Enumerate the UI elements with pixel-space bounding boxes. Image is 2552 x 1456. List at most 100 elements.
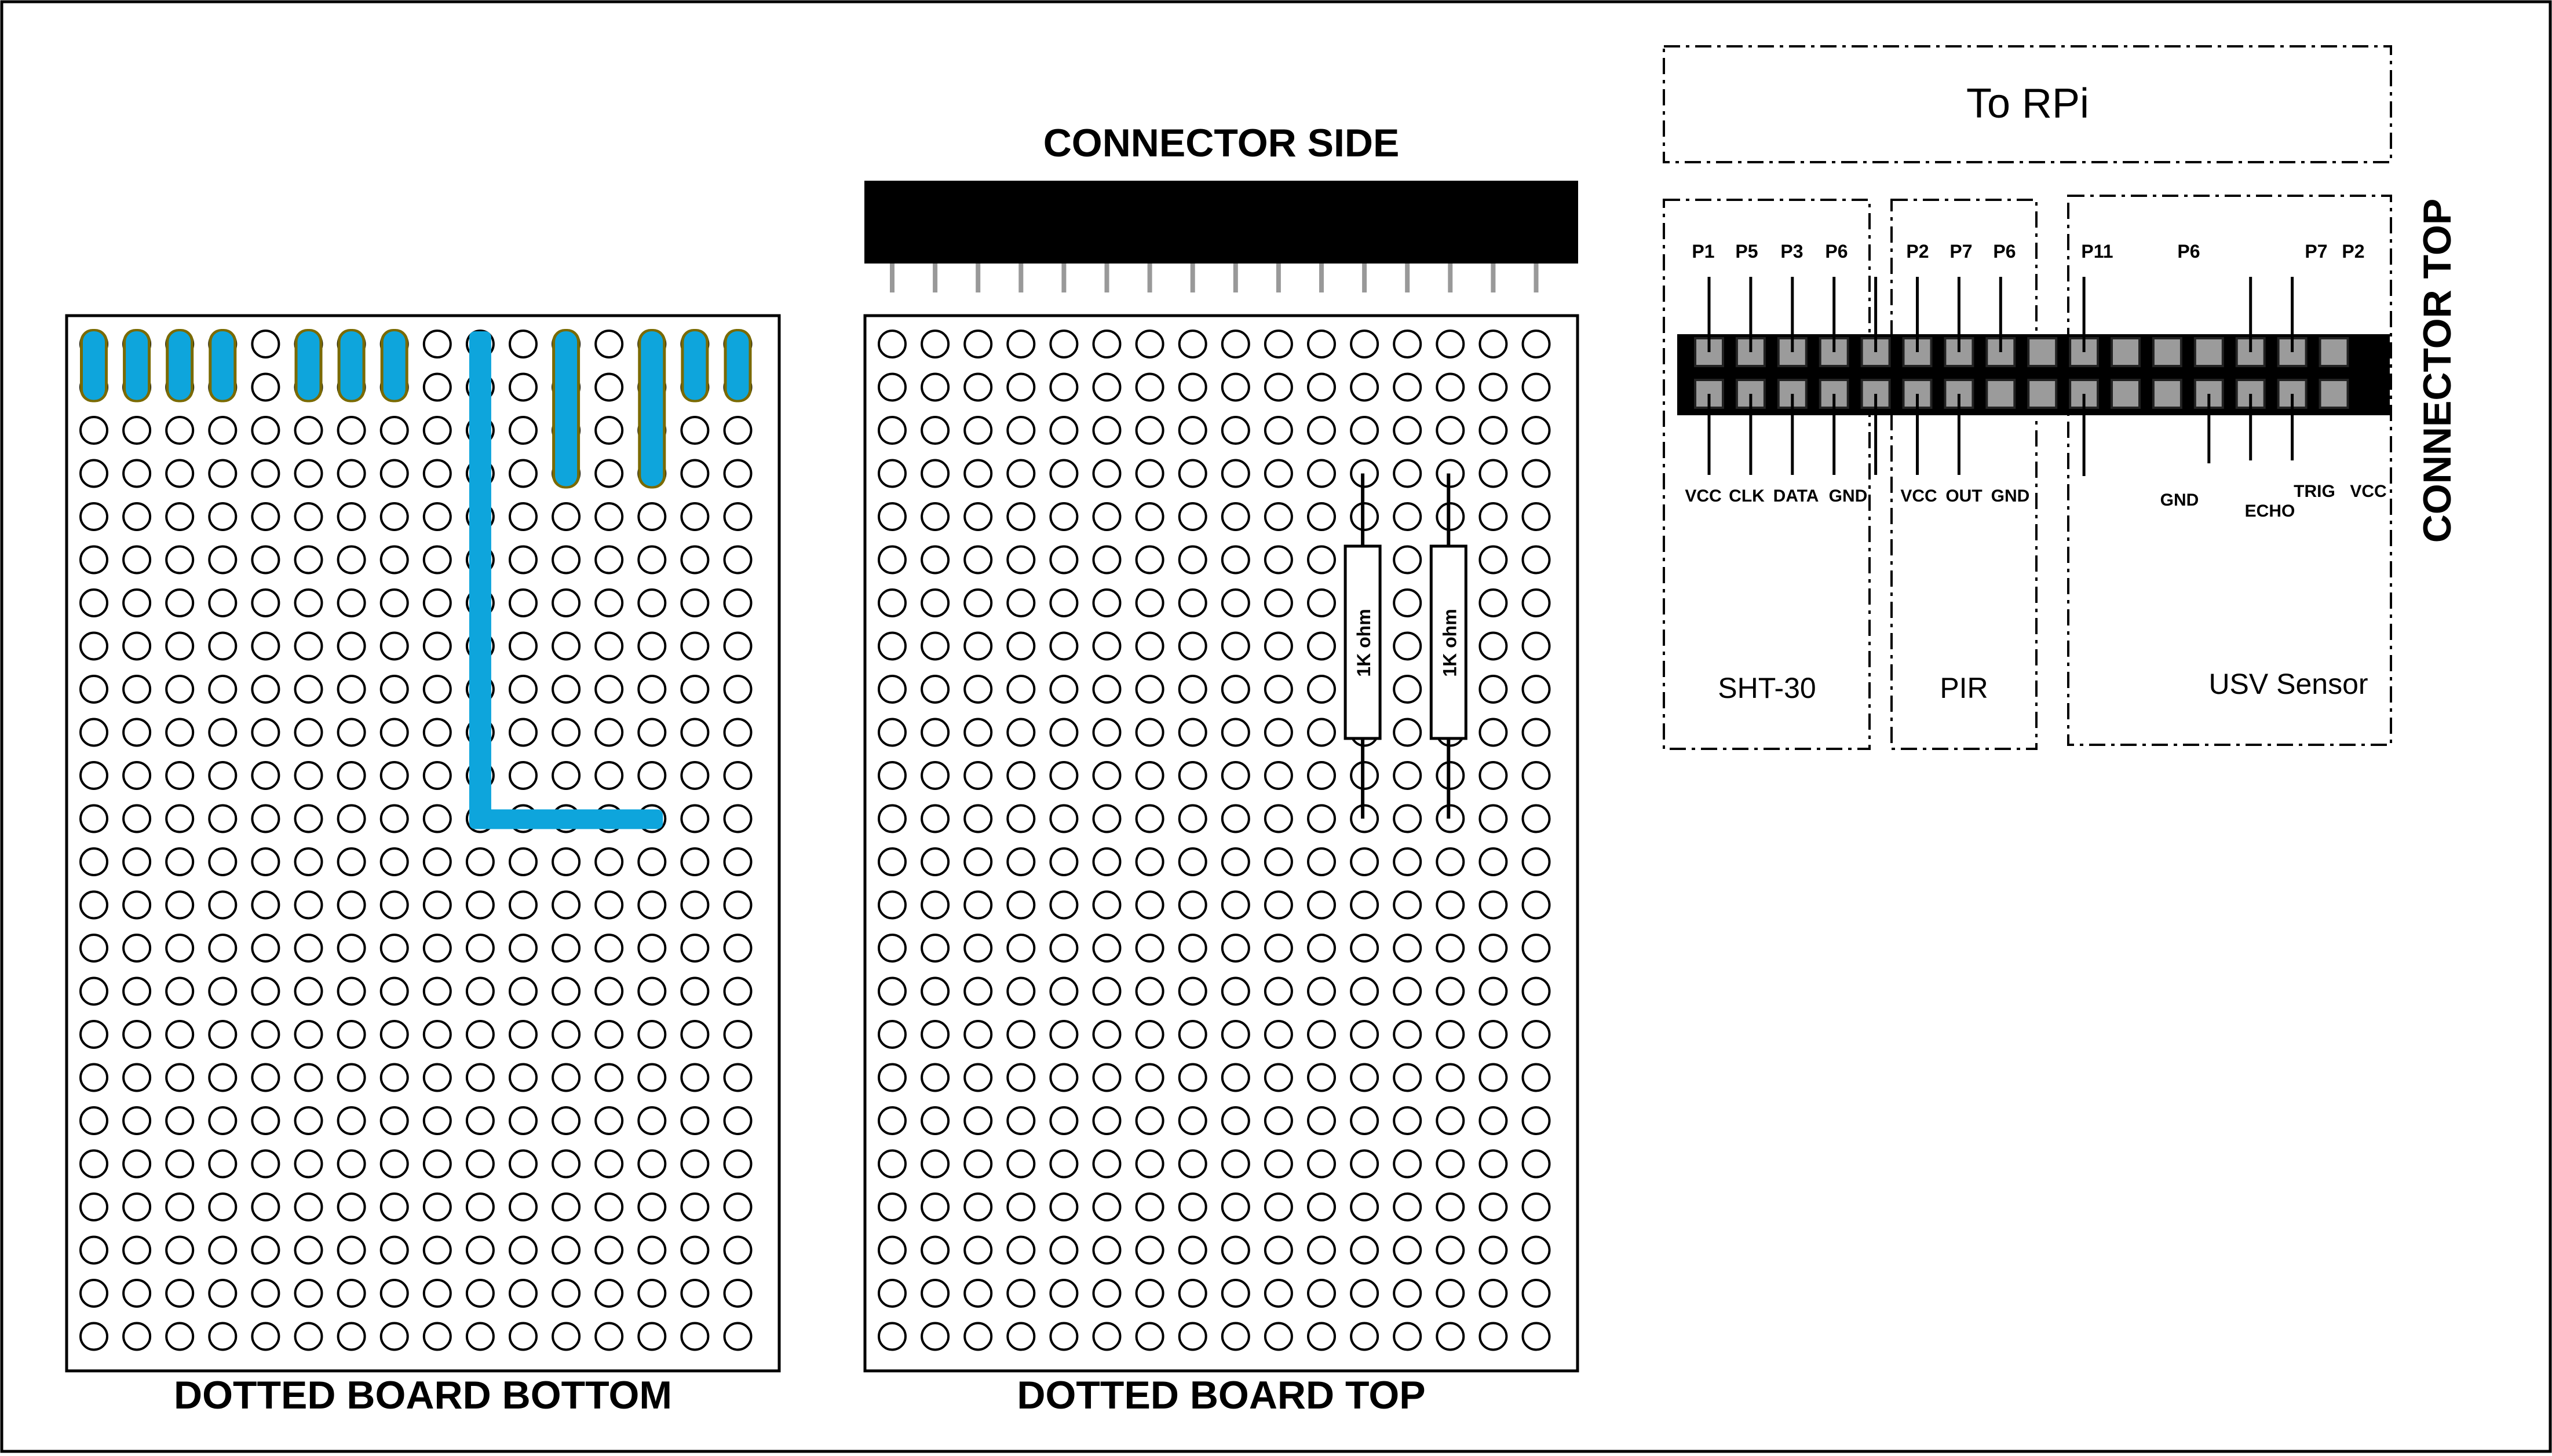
board-hole [251,718,280,747]
board-hole [122,976,152,1006]
board-hole [1178,934,1207,963]
board-hole [1006,459,1036,488]
board-hole [422,416,452,445]
board-hole [1178,631,1207,661]
board-hole [1264,1106,1293,1135]
board-hole [1092,416,1122,445]
board-hole [637,1149,667,1179]
board-hole [337,416,366,445]
board-hole [509,416,538,445]
board-hole [1436,1020,1465,1049]
board-hole [594,934,624,963]
board-hole [1049,675,1079,704]
board-hole [963,459,993,488]
board-hole [963,675,993,704]
board-hole [379,976,409,1006]
board-hole [921,330,950,358]
board-hole [122,1106,152,1135]
board-hole [1264,1063,1293,1092]
header-connector-side [864,181,1578,292]
board-hole [1006,718,1036,747]
board-hole [1436,372,1465,402]
board-hole [963,1235,993,1265]
board-hole [963,502,993,531]
board-hole [680,1149,710,1179]
board-hole [637,1235,667,1265]
board-hole [1307,761,1336,790]
board-hole [680,631,710,661]
gpio-pin-pad [2193,337,2224,367]
to-rpi-box [1663,45,2392,163]
board-hole [1178,1235,1207,1265]
board-hole [1264,718,1293,747]
board-hole [337,1106,366,1135]
board-hole [465,847,495,876]
board-hole [1521,1279,1551,1308]
board-hole [1006,847,1036,876]
board-hole [637,1063,667,1092]
board-hole [1221,1020,1250,1049]
board-hole [963,1020,993,1049]
board-hole [509,718,538,747]
board-hole [294,459,323,488]
board-hole [723,1106,753,1135]
board-hole [594,545,624,575]
board-hole [509,1020,538,1049]
board-hole [1221,1106,1250,1135]
board-hole [79,1106,108,1135]
board-hole [165,1279,195,1308]
board-hole [509,545,538,575]
board-hole [509,1192,538,1221]
board-hole [921,804,950,833]
pin-label-bottom: VCC [1685,486,1721,506]
board-hole [465,1322,495,1351]
board-hole [1221,1149,1250,1179]
board-hole [1350,1063,1379,1092]
board-hole [723,934,753,963]
board-hole [723,1020,753,1049]
board-hole [1264,1149,1293,1179]
board-hole [552,1149,581,1179]
header-pin [933,264,938,292]
board-hole [594,631,624,661]
copper-trace [297,331,320,400]
board-hole [165,1192,195,1221]
board-hole [921,545,950,575]
board-hole [337,804,366,833]
board-hole [79,976,108,1006]
board-hole [1521,631,1551,661]
board-hole [552,1106,581,1135]
board-hole [294,1322,323,1351]
board-hole [1092,1192,1122,1221]
board-hole [1178,1322,1207,1351]
board-hole [422,1149,452,1179]
board-hole [379,804,409,833]
board-hole [680,976,710,1006]
pin-label-bottom: VCC [2350,482,2386,501]
board-hole [165,847,195,876]
board-hole [552,1235,581,1265]
board-hole [594,1063,624,1092]
board-hole [637,1279,667,1308]
copper-trace [211,331,234,400]
board-hole [1092,675,1122,704]
board-hole [1307,416,1336,445]
board-hole [723,1235,753,1265]
board-hole [79,1322,108,1351]
board-hole [251,1106,280,1135]
board-hole [1049,588,1079,617]
board-hole [1478,330,1508,358]
board-hole [1264,1020,1293,1049]
board-hole [1092,330,1122,358]
board-hole [251,804,280,833]
board-hole [1178,976,1207,1006]
board-hole [1307,330,1336,358]
gpio-pin-pad [2027,379,2058,409]
board-hole [963,372,993,402]
board-hole [251,1192,280,1221]
board-hole [878,934,907,963]
board-hole [294,1192,323,1221]
gpio-pin-pad [2111,379,2141,409]
board-hole [422,1279,452,1308]
board-hole [165,804,195,833]
